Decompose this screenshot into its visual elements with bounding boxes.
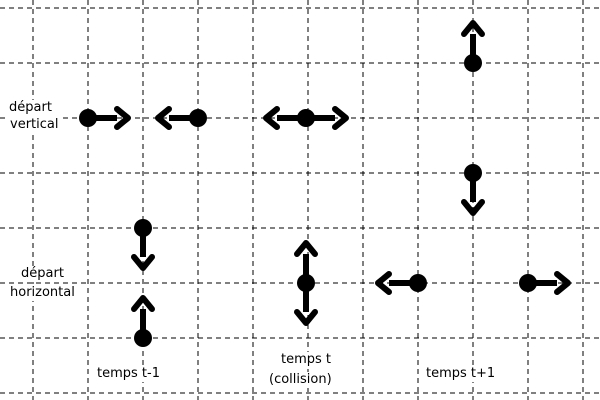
vertical-start-particle-right xyxy=(79,106,131,130)
horizontal-result-particle-right xyxy=(519,271,571,295)
arrow-head-up-icon xyxy=(131,295,155,312)
arrow-head-down-icon xyxy=(461,199,485,216)
arrow-head-up-icon xyxy=(294,240,318,257)
label-start-horizontal-line1: départ xyxy=(20,266,65,282)
vertical-result-particle-up xyxy=(461,20,485,72)
label-start-vertical-line2: vertical xyxy=(9,117,60,133)
vertical-collision-particle xyxy=(263,106,349,130)
label-time-collision-line2: (collision) xyxy=(268,372,333,388)
particle-dot xyxy=(134,219,152,237)
arrow-head-down-icon xyxy=(294,309,318,326)
vertical-result-particle-down xyxy=(461,164,485,216)
label-start-horizontal-line2: horizontal xyxy=(9,285,76,301)
horizontal-start-particle-up xyxy=(131,295,155,347)
particle-dot xyxy=(464,164,482,182)
arrow-head-left-icon xyxy=(155,106,172,130)
particle-dot xyxy=(79,109,97,127)
arrow-head-right-icon xyxy=(554,271,571,295)
arrow-head-left-icon xyxy=(263,106,280,130)
particle-dot xyxy=(464,54,482,72)
label-start-vertical-line1: départ xyxy=(8,100,53,116)
arrow-head-up-icon xyxy=(461,20,485,37)
arrow-head-left-icon xyxy=(375,271,392,295)
particles-layer xyxy=(79,20,571,347)
particle-dot xyxy=(409,274,427,292)
horizontal-collision-particle xyxy=(294,240,318,326)
arrow-head-right-icon xyxy=(114,106,131,130)
vertical-start-particle-left xyxy=(155,106,207,130)
particle-dot xyxy=(134,329,152,347)
particle-dot xyxy=(189,109,207,127)
particle-dot xyxy=(297,109,315,127)
horizontal-result-particle-left xyxy=(375,271,427,295)
label-time-next: temps t+1 xyxy=(425,366,497,382)
label-time-collision-line1: temps t xyxy=(280,352,333,368)
particle-dot xyxy=(297,274,315,292)
arrow-head-down-icon xyxy=(131,254,155,271)
particle-dot xyxy=(519,274,537,292)
arrow-head-right-icon xyxy=(332,106,349,130)
label-time-prev: temps t-1 xyxy=(96,366,161,382)
horizontal-start-particle-down xyxy=(131,219,155,271)
